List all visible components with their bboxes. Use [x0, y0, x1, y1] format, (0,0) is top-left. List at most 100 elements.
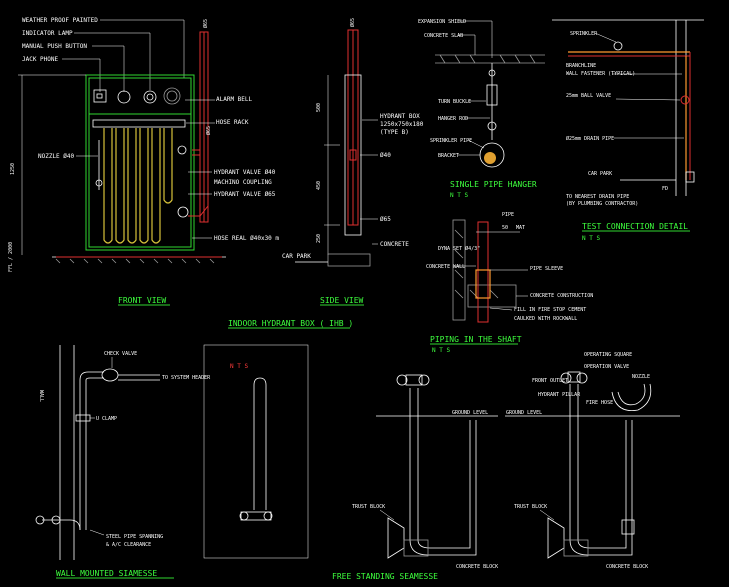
nozzle-icon — [95, 179, 103, 187]
side-label-pipe-mid: Ø40 — [380, 152, 391, 159]
ws-label-clearance: & A/C CLEARANCE — [106, 542, 151, 548]
ws-label-steel: STEEL PIPE SPANNING — [106, 534, 163, 540]
label-hose-rack: HOSE RACK — [216, 119, 249, 126]
side-label-car-park: CAR PARK — [282, 253, 311, 260]
test-label-car-park: CAR PARK — [588, 171, 612, 177]
shaft-label-concrete-wall: CONCRETE WALL — [426, 264, 465, 270]
test-connection-detail: SPRINKLER BRANCHLINE WALL FASTENER (TYPI… — [552, 19, 704, 242]
test-label-wall-fastener: WALL FASTENER (TYPICAL) — [566, 71, 635, 77]
fs-label-front-outlet: FRONT OUTLET — [532, 378, 568, 384]
label-jack: JACK PHONE — [22, 56, 59, 63]
test-sprinkler-icon — [613, 41, 623, 51]
single-pipe-hanger: EXPANSION SHIELD CONCRETE SLAB TURN BUCK… — [418, 19, 545, 199]
front-view-title: FRONT VIEW — [118, 296, 166, 305]
label-alarm-bell: ALARM BELL — [216, 96, 253, 103]
free-standing-siamese: GROUND LEVEL TRUST BLOCK CONCRETE BLOCK … — [332, 352, 680, 581]
hanger-nts: N T S — [450, 192, 468, 199]
label-indicator: INDICATOR LAMP — [22, 30, 73, 37]
indicator-lamp-icon — [143, 90, 157, 104]
fs-label-hydrant-pillar: HYDRANT PILLAR — [538, 392, 581, 398]
test-label-nearest-drain: TO NEAREST DRAIN PIPE — [566, 194, 629, 200]
side-view: Ø65 HYDRANT BOX 1250x750x180 (TYPE B) Ø4… — [282, 18, 424, 306]
siamese-inlet-icon — [35, 515, 45, 525]
hanger-label-expansion: EXPANSION SHIELD — [418, 19, 466, 25]
shaft-label-caulked: CAULKED WITH ROCKWALL — [514, 316, 577, 322]
test-label-fd: FD — [662, 186, 668, 192]
test-label-drain: Ø25mm DRAIN PIPE — [566, 135, 614, 142]
front-view: WEATHER PROOF PAINTED INDICATOR LAMP MAN… — [8, 17, 279, 306]
shaft-pipe — [477, 221, 489, 323]
thrust-block-2-icon — [547, 517, 565, 559]
test-label-branchline: BRANCHLINE — [566, 63, 596, 69]
test-title: TEST CONNECTION DETAIL — [582, 222, 688, 231]
ws-label-u-clamp: U CLAMP — [96, 416, 117, 422]
fire-hose-icon — [617, 383, 646, 406]
hose-reel-icon — [103, 128, 173, 244]
fs-title: FREE STANDING SEAMESSE — [332, 572, 438, 581]
hanger-label-rod: HANGER ROD — [438, 116, 468, 122]
shaft-nts: N T S — [432, 347, 450, 354]
jack-phone-icon — [93, 89, 107, 103]
side-view-title: SIDE VIEW — [320, 296, 364, 305]
label-nozzle: NOZZLE Ø40 — [38, 153, 75, 160]
side-label-concrete: CONCRETE — [380, 241, 409, 248]
ws-title: WALL MOUNTED SIAMESSE — [56, 569, 157, 578]
turnbuckle-icon — [486, 84, 498, 106]
shaft-label-dim-b: MAT — [516, 225, 525, 231]
side-label-box-type: (TYPE B) — [380, 129, 409, 136]
test-valve-icon — [680, 95, 690, 105]
label-hydrant-valve-40: HYDRANT VALVE Ø40 — [214, 169, 276, 176]
side-dim-1: 500 — [316, 103, 322, 112]
shaft-title: PIPING IN THE SHAFT — [430, 335, 522, 344]
hanger-label-bracket: BRACKET — [438, 153, 459, 159]
test-label-valve: 25mm BALL VALVE — [566, 93, 611, 99]
label-weatherproof: WEATHER PROOF PAINTED — [22, 17, 98, 24]
hanger-title: SINGLE PIPE HANGER — [450, 180, 537, 189]
fs-label-operating-square: OPERATING SQUARE — [584, 352, 632, 358]
wall-mounted-siamese: CHECK VALVE TO SYSTEM HEADER WALL U CLAM… — [35, 345, 211, 579]
side-dim-2: 450 — [316, 181, 322, 190]
label-push-button: MANUAL PUSH BUTTON — [22, 43, 87, 50]
hydrant-valve-40-icon — [177, 145, 187, 155]
side-label-pipe-top: Ø65 — [349, 18, 356, 27]
hanger-label-turnbuckle: TURN BUCKLE — [438, 99, 471, 105]
hanger-label-slab: CONCRETE SLAB — [424, 33, 463, 39]
nts-elevation-box: N T S — [203, 344, 309, 559]
shaft-label-sleeve: PIPE SLEEVE — [530, 266, 563, 272]
hose-rack — [92, 119, 186, 128]
hydrant-box-front — [85, 74, 195, 251]
alarm-bell-icon — [163, 87, 181, 105]
hanger-label-sprinkler-pipe: SPRINKLER PIPE — [430, 138, 472, 144]
fs-label-operating-valve: OPERATION VALVE — [584, 364, 629, 370]
free-siamese-head-icon — [405, 374, 423, 386]
dim-total: 1250 — [10, 163, 16, 175]
fs-label-ground2: GROUND LEVEL — [506, 410, 542, 416]
shaft-label-fill: FILL IN FIRE STOP CEMENT — [514, 307, 586, 313]
side-label-box-size: 1250x750x180 — [380, 121, 424, 128]
test-label-by-plumbing: (BY PLUMBING CONTRACTOR) — [566, 201, 638, 207]
box-nts: N T S — [230, 363, 248, 370]
fs-label-ground: GROUND LEVEL — [452, 410, 488, 416]
ihb-title: INDOOR HYDRANT BOX ( IHB ) — [228, 319, 353, 328]
ws-label-to-header: TO SYSTEM HEADER — [162, 375, 211, 381]
side-label-box: HYDRANT BOX — [380, 113, 420, 120]
thrust-block-icon — [387, 517, 405, 559]
label-hydrant-valve-65: HYDRANT VALVE Ø65 — [214, 191, 276, 198]
hydrant-pillar-head-icon — [567, 371, 581, 383]
test-label-sprinkler: SPRINKLER — [570, 31, 598, 37]
shaft-label-construction: CONCRETE CONSTRUCTION — [530, 293, 593, 299]
test-nts: N T S — [582, 235, 600, 242]
fs-label-concrete2: CONCRETE BLOCK — [606, 564, 648, 570]
side-dim-3: 250 — [316, 234, 322, 243]
fs-label-nozzle: NOZZLE — [632, 374, 650, 380]
ws-label-check-valve: CHECK VALVE — [104, 351, 137, 357]
u-clamp-icon — [75, 414, 91, 422]
fs-label-thrust: TRUST BLOCK — [352, 504, 385, 510]
shaft-label-dim-a: 50 — [502, 225, 508, 231]
label-pipe-side: Ø65 — [205, 126, 212, 135]
check-valve-icon — [101, 368, 119, 382]
shaft-label-pipe: PIPE — [502, 212, 514, 218]
side-label-pipe-low: Ø65 — [380, 216, 391, 223]
fs-label-concrete: CONCRETE BLOCK — [456, 564, 498, 570]
